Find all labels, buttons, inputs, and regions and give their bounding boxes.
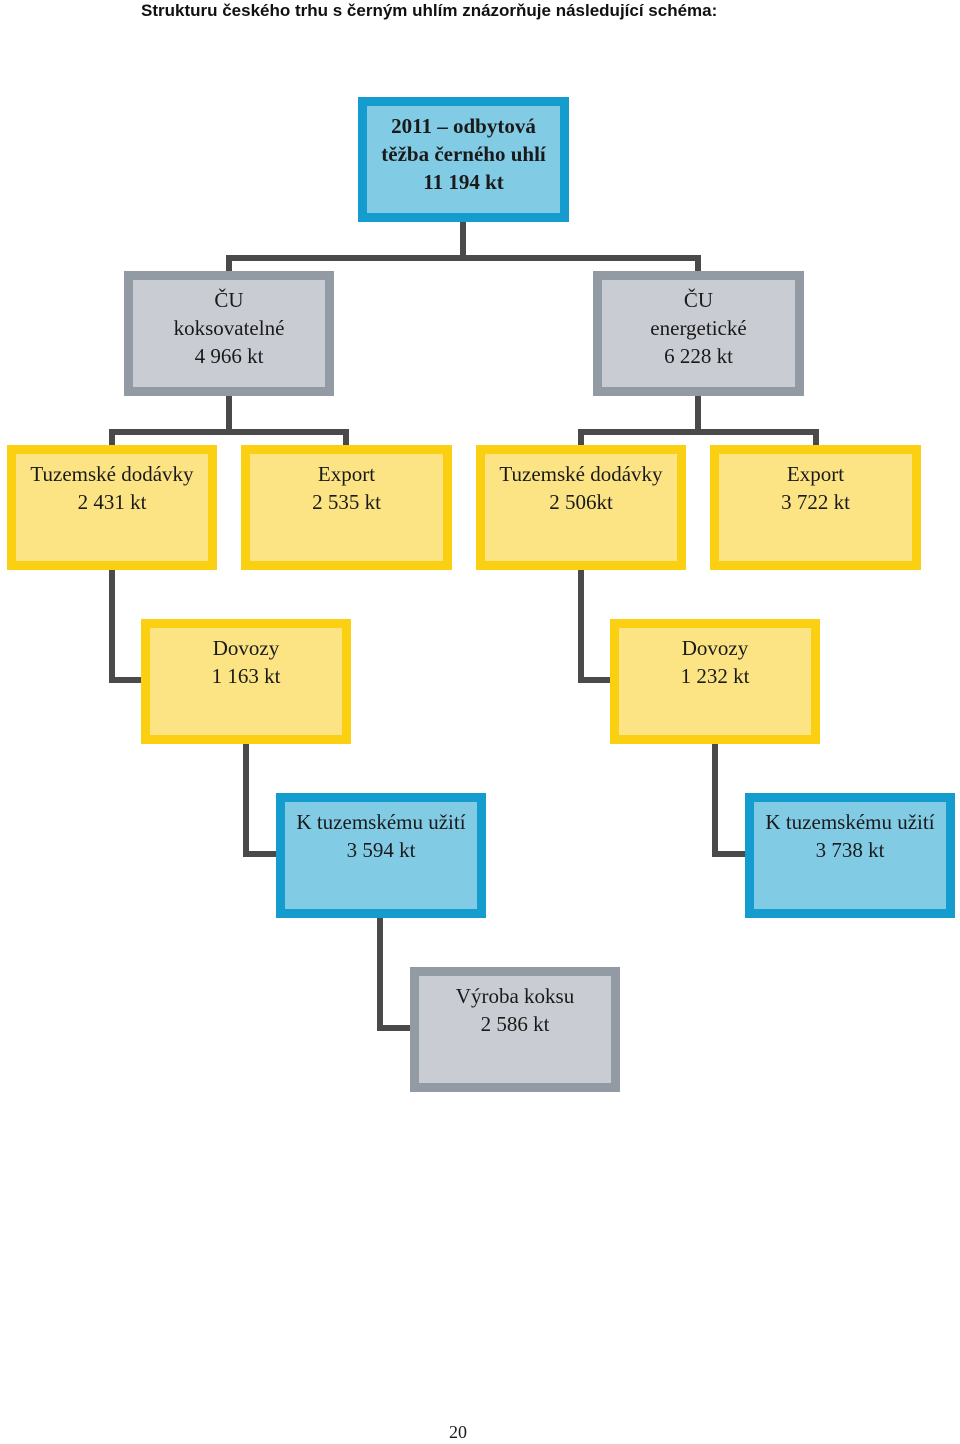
node-label-line: ČU — [214, 288, 244, 312]
node-label-line: Export — [317, 462, 376, 486]
node-value: 11 194 kt — [423, 170, 504, 194]
node-value: 3 738 kt — [815, 838, 885, 862]
connector-tuz-koks-to-dovozy — [109, 567, 144, 683]
node-value: 2 535 kt — [312, 490, 381, 514]
connector-koks-to-level3 — [109, 393, 349, 448]
node-label-line: K tuzemskému užití — [296, 810, 466, 834]
node-label-line: K tuzemskému užití — [765, 810, 935, 834]
node-label-line: koksovatelné — [173, 316, 285, 340]
node-label-line: energetické — [650, 316, 747, 340]
node-export-coking: Export 2 535 kt — [241, 445, 452, 570]
node-coke-production: Výroba koksu 2 586 kt — [410, 967, 620, 1092]
node-value: 2 506kt — [549, 490, 613, 514]
node-domestic-supply-coking: Tuzemské dodávky 2 431 kt — [7, 445, 217, 570]
node-total-extraction: 2011 – odbytová těžba černého uhlí 11 19… — [358, 97, 569, 222]
connector-dovozy-koks-to-uziti — [243, 741, 279, 857]
node-label-line: těžba černého uhlí — [381, 142, 546, 166]
connector-dovozy-energ-to-uziti — [712, 741, 748, 857]
node-label-line: ČU — [683, 288, 714, 312]
node-imports-coking: Dovozy 1 163 kt — [141, 619, 351, 744]
node-label-line: 2011 – odbytová — [391, 114, 536, 138]
connector-tuz-energ-to-dovozy — [578, 567, 613, 683]
node-imports-energy: Dovozy 1 232 kt — [610, 619, 820, 744]
node-value: 1 163 kt — [211, 664, 281, 688]
node-export-energy: Export 3 722 kt — [710, 445, 921, 570]
node-domestic-supply-energy: Tuzemské dodávky 2 506kt — [476, 445, 686, 570]
node-value: 6 228 kt — [664, 344, 733, 368]
node-label-line: Výroba koksu — [455, 984, 575, 1008]
node-value: 2 586 kt — [480, 1012, 550, 1036]
connector-uziti-to-vyroba — [377, 915, 413, 1031]
node-value: 2 431 kt — [77, 490, 147, 514]
node-value: 3 594 kt — [346, 838, 416, 862]
node-label-line: Dovozy — [212, 636, 280, 660]
node-domestic-use-coking: K tuzemskému užití 3 594 kt — [276, 793, 486, 918]
node-value: 1 232 kt — [680, 664, 750, 688]
node-value: 4 966 kt — [194, 344, 264, 368]
page-number: 20 — [449, 1422, 467, 1442]
node-label-line: Tuzemské dodávky — [499, 462, 663, 486]
node-label-line: Export — [786, 462, 845, 486]
connector-root-to-level2 — [226, 219, 701, 274]
node-label-line: Dovozy — [681, 636, 749, 660]
node-value: 3 722 kt — [781, 490, 850, 514]
node-coking-coal: ČU koksovatelné 4 966 kt — [124, 271, 334, 396]
node-energy-coal: ČU energetické 6 228 kt — [593, 271, 804, 396]
page-heading: Strukturu českého trhu s černým uhlím zn… — [141, 1, 718, 20]
connector-energ-to-level3 — [578, 393, 819, 448]
node-label-line: Tuzemské dodávky — [30, 462, 194, 486]
node-domestic-use-energy: K tuzemskému užití 3 738 kt — [745, 793, 955, 918]
